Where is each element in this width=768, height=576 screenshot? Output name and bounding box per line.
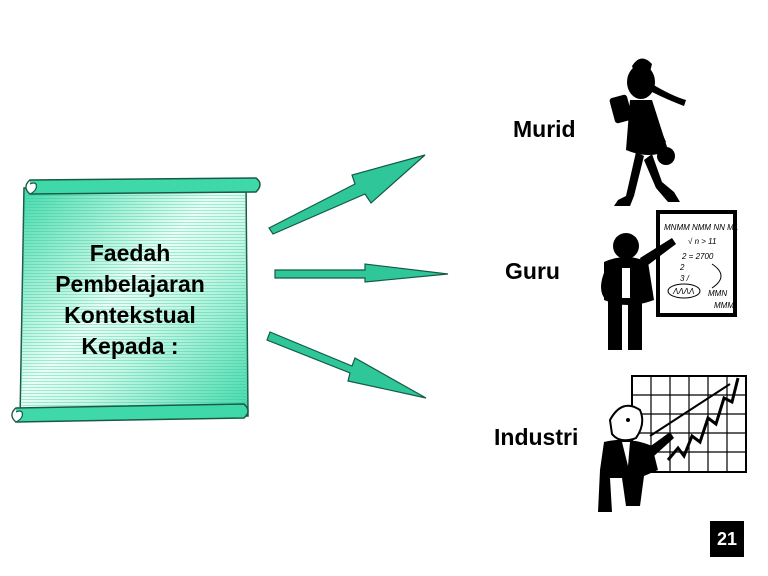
- svg-text:MMN: MMN: [708, 289, 727, 298]
- label-industri: Industri: [494, 424, 579, 450]
- scroll-text: Faedah Pembelajaran Kontekstual Kepada :: [30, 238, 230, 362]
- teacher-at-board-icon: MNMM NMM NN ML √ n > 11 2 = 2700 2 3 / Λ…: [601, 210, 738, 350]
- page-number-badge: 21: [710, 521, 744, 557]
- arrow-to-murid: [268, 154, 426, 235]
- scroll-line-1: Faedah: [89, 240, 171, 266]
- scroll-line-3: Kontekstual: [64, 302, 196, 328]
- arrow-to-guru: [274, 263, 449, 283]
- label-murid: Murid: [513, 116, 576, 142]
- scroll-line-2: Pembelajaran: [55, 271, 205, 297]
- board-line-1: √ n > 11: [688, 237, 716, 246]
- scroll-line-4: Kepada :: [81, 333, 179, 359]
- svg-text:MNMM NMM NN ML: MNMM NMM NN ML: [664, 223, 738, 232]
- arrow-to-industri: [266, 331, 427, 399]
- svg-text:MMM: MMM: [714, 301, 734, 310]
- businessman-chart-icon: [598, 375, 747, 512]
- scroll-banner: [11, 177, 261, 423]
- board-line-2: 2 = 2700: [681, 252, 714, 261]
- board-line-3: 2: [679, 263, 685, 272]
- svg-text:ΛΛΛΛ: ΛΛΛΛ: [672, 287, 694, 296]
- label-guru: Guru: [505, 258, 560, 284]
- board-line-4: 3 /: [680, 274, 690, 283]
- walking-girl-icon: [609, 58, 686, 206]
